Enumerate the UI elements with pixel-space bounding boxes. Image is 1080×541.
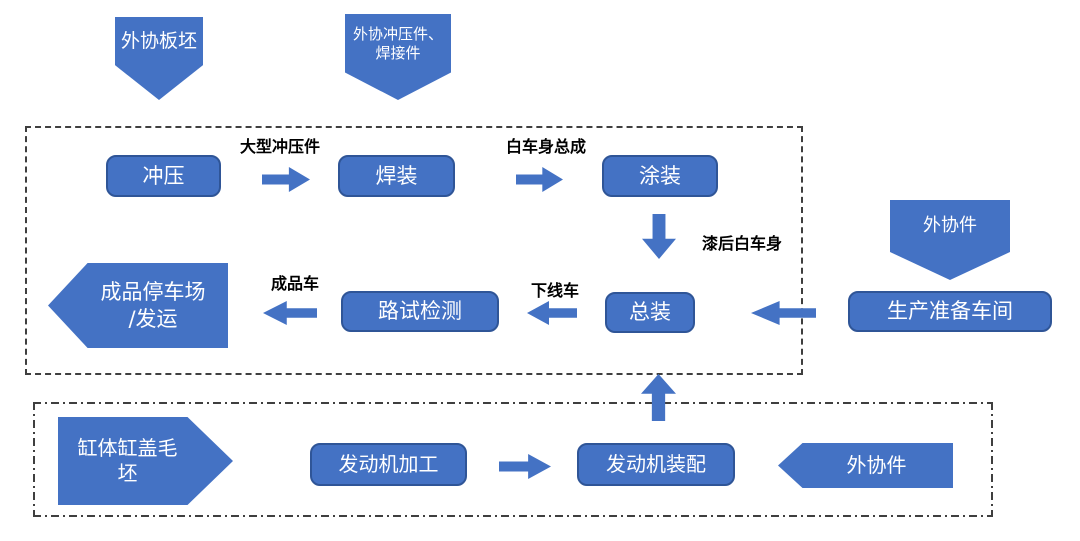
process-box-engine-machining: 发动机加工 xyxy=(310,443,467,486)
flow-label-offline-car: 下线车 xyxy=(530,281,579,300)
process-box-prep-workshop: 生产准备车间 xyxy=(848,291,1052,332)
process-box-welding: 焊装 xyxy=(338,155,455,197)
vehicle-plant-boundary xyxy=(25,126,803,375)
pentagon-outsourced-stamp-weld: 外协冲压件、 焊接件 xyxy=(345,14,451,100)
process-box-final-assembly: 总装 xyxy=(605,292,695,333)
pentagon-outsourced-slab: 外协板坯 xyxy=(115,17,203,100)
flow-label-finished-car: 成品车 xyxy=(270,274,319,293)
shape-parking-shipping: 成品停车场 /发运 xyxy=(48,263,228,348)
process-box-painting: 涂装 xyxy=(602,155,718,197)
process-box-road-test: 路试检测 xyxy=(341,291,499,332)
pentagon-outsourced-parts-top: 外协件 xyxy=(890,200,1010,280)
flow-label-body-in-white: 白车身总成 xyxy=(505,137,586,156)
process-box-stamping: 冲压 xyxy=(106,155,221,197)
flow-label-painted-body: 漆后白车身 xyxy=(701,234,782,253)
pentagon-outsourced-parts-bottom: 外协件 xyxy=(778,443,953,488)
process-box-engine-assembly: 发动机装配 xyxy=(577,443,735,486)
flow-label-large-stampings: 大型冲压件 xyxy=(239,137,320,156)
